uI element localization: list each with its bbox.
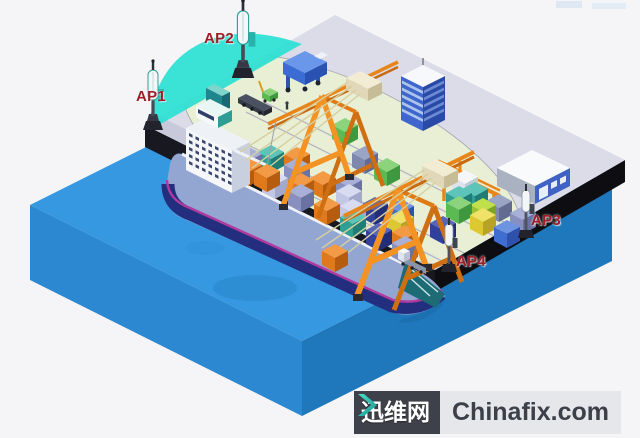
crane-cables xyxy=(315,169,437,265)
forklift xyxy=(258,80,278,103)
quay-crane-1 xyxy=(239,60,399,219)
ap3-label: AP3 xyxy=(531,212,562,229)
watermark-bar: 迅维网 Chinafix.com xyxy=(354,391,621,434)
straddle-carrier xyxy=(283,51,328,93)
chevron-icon xyxy=(358,394,377,416)
watermark-right-segment: Chinafix.com xyxy=(440,391,621,434)
ap4-label: AP4 xyxy=(456,253,487,270)
wheelhouse xyxy=(196,99,232,117)
crane-machinery-house xyxy=(346,71,382,89)
ap2-label: AP2 xyxy=(204,30,235,47)
trailer-truck xyxy=(238,94,272,116)
worker-figure xyxy=(285,101,289,110)
crane-machinery-house xyxy=(422,159,458,177)
watermark-left-segment: 迅维网 xyxy=(354,391,440,434)
ap1-label: AP1 xyxy=(136,88,167,105)
water-reflection xyxy=(213,275,297,301)
office-tower xyxy=(401,58,445,131)
watermark-site-name: 迅维网 xyxy=(361,399,430,425)
coverage-dome-cyan xyxy=(150,33,302,130)
quay-crane-2 xyxy=(315,150,475,311)
top-edge-artifact xyxy=(556,1,626,9)
ship-superstructure xyxy=(186,84,267,193)
water-reflection xyxy=(185,241,225,255)
flatbed-truck xyxy=(398,248,426,274)
watermark-domain: Chinafix.com xyxy=(452,398,609,426)
ship-shadow xyxy=(398,298,446,323)
